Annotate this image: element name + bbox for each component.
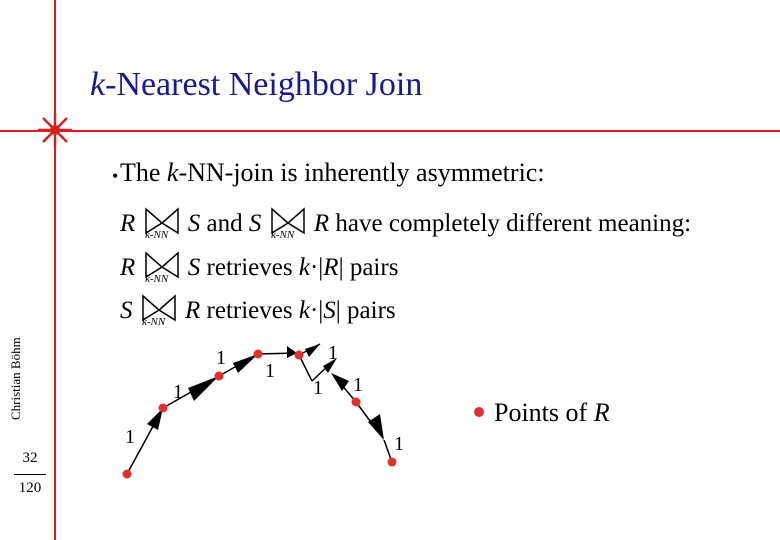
- line1-left: R: [120, 210, 136, 237]
- arrowhead: [368, 414, 384, 440]
- arrowhead: [233, 354, 258, 373]
- knn-join-icon: k-NN: [142, 294, 176, 326]
- point-r: [351, 397, 361, 407]
- legend-set: R: [593, 398, 610, 427]
- edge: [298, 354, 313, 382]
- line2-pre: retrieves: [206, 254, 299, 281]
- line3-pre: retrieves: [206, 297, 299, 324]
- knn-join-icon: k-NN: [271, 207, 305, 239]
- line3-post: | pairs: [335, 297, 396, 324]
- page-divider: [14, 474, 46, 475]
- line1-s: S: [187, 210, 201, 237]
- legend: Points of R: [474, 398, 610, 428]
- line1-s2: S: [248, 210, 262, 237]
- line1-tail: have completely different meaning:: [335, 210, 692, 237]
- slide-title: k-Nearest Neighbor Join: [90, 66, 422, 104]
- bullet-post: -NN-join is inherently asymmetric:: [178, 158, 545, 187]
- bullet-icon: •: [112, 166, 119, 186]
- knn-join-icon: k-NN: [145, 207, 179, 239]
- edge-label: 1: [328, 342, 338, 364]
- starburst-icon: [38, 113, 72, 147]
- line2-post: | pairs: [338, 254, 399, 281]
- line1-and: and: [206, 210, 243, 237]
- arrowhead: [331, 373, 349, 391]
- line1-r: R: [313, 210, 330, 237]
- point-r: [122, 469, 132, 479]
- join-sub: k-NN: [145, 229, 169, 239]
- arrowhead: [305, 344, 320, 357]
- edge-label: 1: [173, 381, 183, 403]
- page-total: 120: [18, 480, 42, 496]
- arrowhead: [147, 408, 163, 430]
- bullet-pre: The: [120, 158, 167, 187]
- line3-right: R: [185, 297, 201, 324]
- edge-label: 1: [313, 377, 323, 399]
- line2-left: R: [120, 254, 136, 281]
- point-r: [214, 371, 224, 381]
- point-r: [294, 350, 304, 360]
- asym-line-3: S k-NN R retrieves k·|S| pairs: [120, 292, 396, 326]
- bullet-k: k: [166, 158, 179, 187]
- arrowhead: [287, 346, 297, 358]
- asym-line-1: R k-NN S and S k-NN R have completely di…: [120, 205, 691, 239]
- frame-horizontal-line: [0, 130, 780, 132]
- edge-label: 1: [216, 347, 226, 369]
- edge-label: 1: [125, 426, 135, 448]
- legend-dot-icon: [474, 407, 484, 417]
- edge-label: 1: [265, 360, 275, 382]
- line2-k: k: [298, 254, 310, 281]
- legend-text: Points of: [494, 398, 594, 427]
- page-number: 32: [22, 450, 38, 466]
- line3-left: S: [120, 297, 133, 324]
- join-sub: k-NN: [145, 273, 169, 283]
- arrowhead: [188, 376, 219, 401]
- arrowhead: [323, 358, 337, 373]
- join-sub: k-NN: [142, 316, 166, 326]
- line2-right: S: [187, 254, 201, 281]
- line3-set: S: [323, 297, 336, 324]
- line3-k: k: [298, 297, 310, 324]
- line3-mid: ·|: [309, 297, 324, 324]
- line2-mid: ·|: [309, 254, 324, 281]
- title-rest: -Nearest Neighbor Join: [105, 66, 423, 103]
- edge-label: 1: [353, 374, 363, 396]
- frame-vertical-line: [54, 0, 56, 540]
- join-sub: k-NN: [271, 229, 295, 239]
- point-r: [387, 457, 397, 467]
- point-r: [158, 403, 168, 413]
- edge-label: 1: [394, 433, 404, 455]
- title-k: k: [90, 66, 106, 103]
- line2-set: R: [323, 254, 339, 281]
- knn-join-icon: k-NN: [145, 251, 179, 283]
- bullet-text: The k-NN-join is inherently asymmetric:: [120, 158, 545, 188]
- asym-line-2: R k-NN S retrieves k·|R| pairs: [120, 249, 398, 283]
- point-r: [253, 349, 263, 359]
